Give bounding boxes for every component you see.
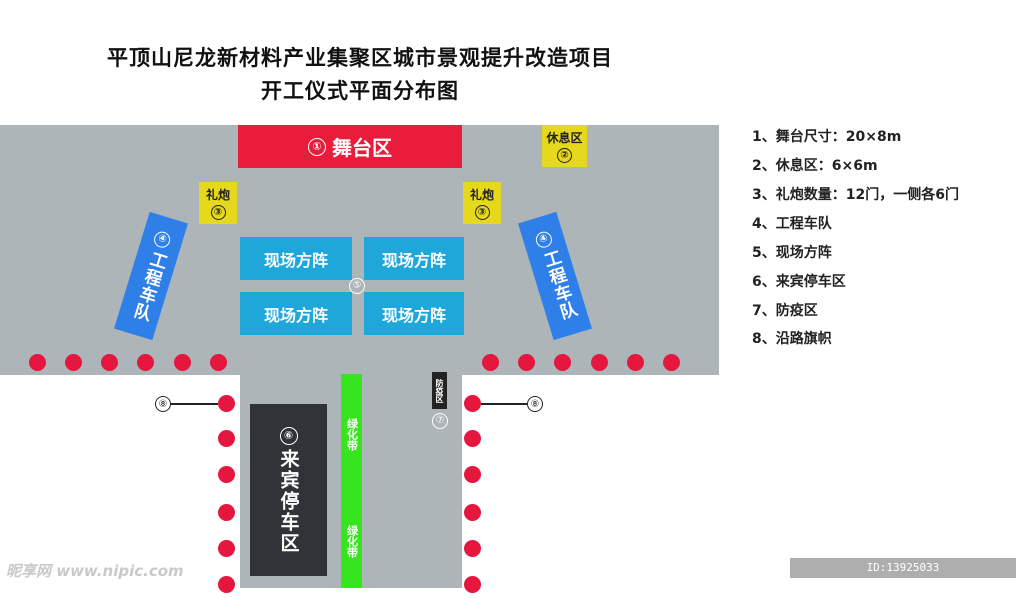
flag-dot [218, 540, 235, 557]
flag-dot [464, 540, 481, 557]
legend-item-8: 8、沿路旗帜 [752, 331, 832, 347]
cannon-right-label: 礼炮 [469, 188, 494, 202]
flag-leader-line-right [481, 403, 527, 405]
flag-dot [65, 354, 82, 371]
team-left-number: ④ [152, 229, 173, 250]
stage-area: ① 舞台区 [238, 125, 462, 168]
flag-dot [218, 576, 235, 593]
stage-label: 舞台区 [332, 136, 392, 160]
flag-dot [464, 395, 481, 412]
green-belt-label-bottom: 绿化带 [345, 525, 359, 558]
flag-dot [101, 354, 118, 371]
flag-dot [464, 430, 481, 447]
flag-dot [554, 354, 571, 371]
flag-dot [29, 354, 46, 371]
cannon-left: 礼炮 ③ [199, 182, 237, 224]
title-line-2: 开工仪式平面分布图 [261, 79, 459, 103]
cannon-left-label: 礼炮 [205, 188, 230, 202]
epidemic-label: 防疫区 [435, 378, 444, 403]
cannon-left-number: ③ [210, 205, 226, 220]
cannon-right-number: ③ [474, 205, 490, 220]
formation-number: ⑤ [349, 278, 365, 294]
flag-leader-line-left [171, 403, 218, 405]
legend-item-6: 6、来宾停车区 [752, 274, 846, 290]
epidemic-number: ⑦ [432, 413, 448, 429]
flag-dot [218, 395, 235, 412]
flag-dot [482, 354, 499, 371]
flag-dot [218, 430, 235, 447]
team-right-number: ④ [533, 229, 554, 250]
watermark-left: 昵享网 www.nipic.com [6, 562, 184, 580]
stage-number: ① [308, 137, 326, 156]
cannon-right: 礼炮 ③ [463, 182, 501, 224]
title-line-1: 平顶山尼龙新材料产业集聚区城市景观提升改造项目 [107, 46, 613, 70]
legend-item-3: 3、礼炮数量：12门，一侧各6门 [752, 187, 959, 203]
flag-dot [210, 354, 227, 371]
green-belt: 绿化带 绿化带 [341, 374, 362, 588]
legend-item-7: 7、防疫区 [752, 303, 818, 319]
flag-dot [174, 354, 191, 371]
guest-parking-area: ⑥ 来宾停车区 [250, 404, 327, 576]
flag-number-left: ⑧ [155, 396, 171, 412]
flag-dot [464, 504, 481, 521]
flag-dot [518, 354, 535, 371]
flag-dot [627, 354, 644, 371]
formation-1: 现场方阵 [240, 237, 352, 280]
rest-area: 休息区 ② [542, 125, 587, 167]
legend-item-2: 2、休息区：6×6m [752, 158, 878, 174]
legend-item-4: 4、工程车队 [752, 216, 832, 232]
flag-dot [464, 576, 481, 593]
flag-dot [218, 504, 235, 521]
rest-area-label: 休息区 [546, 131, 583, 145]
formation-3: 现场方阵 [240, 292, 352, 335]
flag-dot [591, 354, 608, 371]
parking-label: 来宾停车区 [277, 448, 300, 554]
formation-4: 现场方阵 [364, 292, 464, 335]
epidemic-prevention-area: 防疫区 [432, 372, 447, 409]
flag-dot [464, 466, 481, 483]
flag-number-right: ⑧ [527, 396, 543, 412]
rest-area-number: ② [557, 148, 572, 163]
legend-item-1: 1、舞台尺寸：20×8m [752, 129, 902, 145]
flag-dot [663, 354, 680, 371]
parking-number: ⑥ [279, 426, 298, 445]
watermark-right: ID:13925033 NO:20210312153835192089 [790, 558, 1016, 594]
flag-dot [218, 466, 235, 483]
green-belt-label-top: 绿化带 [345, 418, 359, 451]
legend-item-5: 5、现场方阵 [752, 245, 832, 261]
flag-dot [137, 354, 154, 371]
formation-2: 现场方阵 [364, 237, 464, 280]
